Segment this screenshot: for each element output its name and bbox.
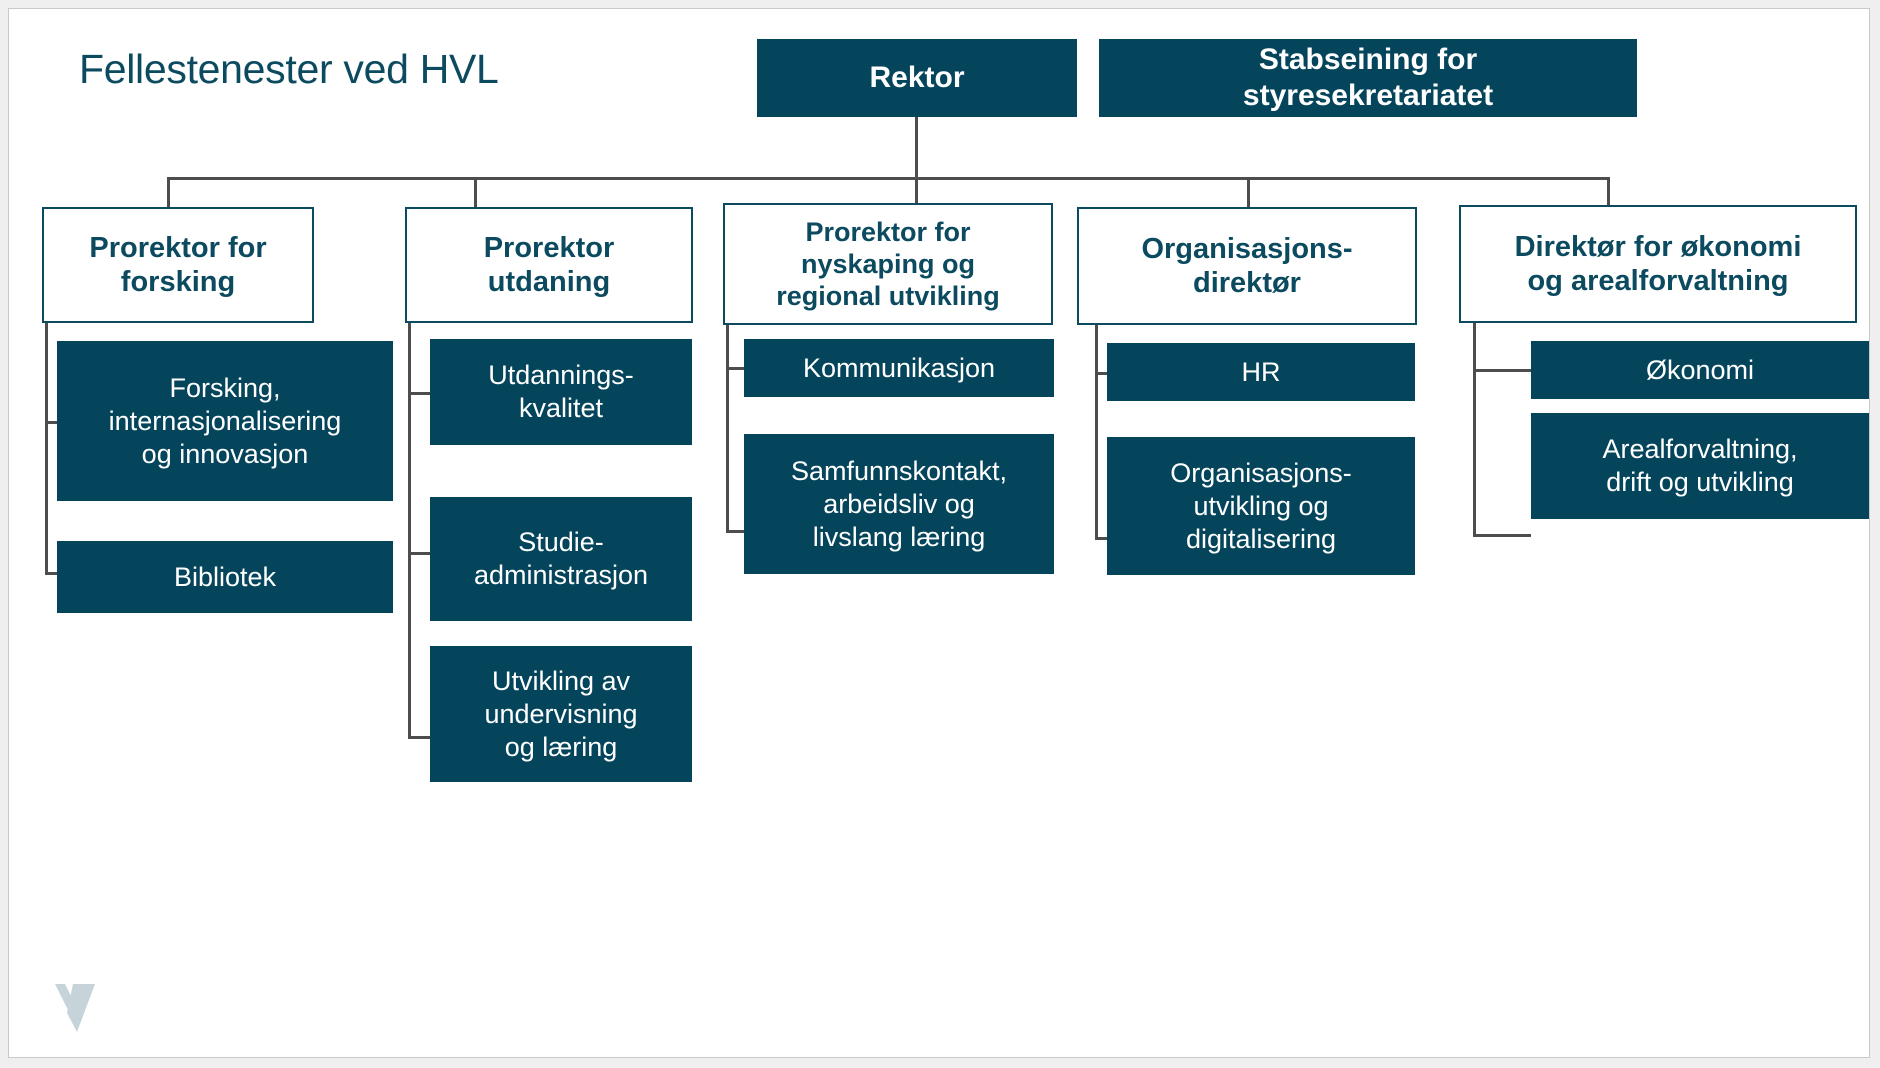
page-title: Fellestenester ved HVL [79,46,499,92]
node-rektor-label: Rektor [869,61,965,94]
node-col1-head[interactable]: Prorektor for forsking [42,207,314,323]
node-col3-child-2[interactable]: Samfunnskontakt, arbeidsliv og livslang … [744,434,1054,574]
node-stabseining-label: Stabseining for styresekretariatet [1242,43,1494,112]
node-col1-child-1[interactable]: Forsking, internasjonalisering og innova… [57,341,393,501]
connector-col2-stub-3 [408,736,430,739]
connector-col2-stub-2 [408,552,430,555]
node-col2-head[interactable]: Prorektor utdaning [405,207,693,323]
node-col5-child-2-label: Arealforvaltning, drift og utvikling [1602,434,1798,497]
node-col1-child-1-label: Forsking, internasjonalisering og innova… [108,372,342,469]
node-col5-head[interactable]: Direktør for økonomi og arealforvaltning [1459,205,1857,323]
node-col4-child-1-label: HR [1241,356,1281,387]
node-col1-child-2-label: Bibliotek [173,561,277,592]
connector-col3-spine [726,325,729,533]
node-col1-child-2[interactable]: Bibliotek [57,541,393,613]
connector-col1-spine [45,323,48,575]
node-col3-child-1-label: Kommunikasjon [802,352,996,383]
node-col5-child-2[interactable]: Arealforvaltning, drift og utvikling [1531,413,1869,519]
node-col1-head-label: Prorektor for forsking [89,232,267,298]
node-stabseining[interactable]: Stabseining for styresekretariatet [1099,39,1637,117]
connector-col1-stub-1 [45,421,67,424]
connector-col4-stub-2 [1095,537,1117,540]
connector-col2-spine [408,323,411,739]
connector-drop-col4 [1247,177,1250,209]
node-col4-head[interactable]: Organisasjons- direktør [1077,207,1417,325]
node-col2-child-2[interactable]: Studie- administrasjon [430,497,692,621]
connector-drop-col1 [167,177,170,209]
node-col2-child-1-label: Utdannings- kvalitet [488,360,634,423]
node-col3-child-1[interactable]: Kommunikasjon [744,339,1054,397]
connector-col4-stub-1 [1095,372,1117,375]
node-col5-child-1-label: Økonomi [1645,354,1755,385]
node-col2-child-3-label: Utvikling av undervisning og læring [484,665,638,762]
connector-drop-col5 [1607,177,1610,209]
node-col5-child-1[interactable]: Økonomi [1531,341,1869,399]
node-col4-child-2[interactable]: Organisasjons- utvikling og digitaliseri… [1107,437,1415,575]
node-col3-head-label: Prorektor for nyskaping og regional utvi… [776,217,1000,311]
connector-rektor-trunk [915,117,918,179]
connector-col2-stub-1 [408,392,430,395]
slide-canvas: Fellestenester ved HVL Rektor Stabseinin… [8,8,1870,1058]
node-rektor[interactable]: Rektor [757,39,1077,117]
connector-col1-stub-2 [45,572,67,575]
node-col2-head-label: Prorektor utdaning [483,232,615,298]
connector-col3-stub-1 [726,367,748,370]
node-col3-child-2-label: Samfunnskontakt, arbeidsliv og livslang … [790,455,1008,552]
node-col4-child-2-label: Organisasjons- utvikling og digitaliseri… [1170,457,1352,554]
hvl-logo-mark-icon [55,984,95,1032]
connector-col5-spine [1473,323,1476,537]
connector-drop-col2 [474,177,477,209]
node-col4-child-1[interactable]: HR [1107,343,1415,401]
node-col3-head[interactable]: Prorektor for nyskaping og regional utvi… [723,203,1053,325]
node-col2-child-2-label: Studie- administrasjon [473,527,649,590]
node-col4-head-label: Organisasjons- direktør [1141,233,1353,299]
connector-col3-stub-2 [726,530,748,533]
node-col5-head-label: Direktør for økonomi og arealforvaltning [1514,231,1802,297]
connector-col5-stub-2 [1473,534,1531,537]
node-col2-child-3[interactable]: Utvikling av undervisning og læring [430,646,692,782]
connector-col5-stub-1 [1473,369,1531,372]
connector-col4-spine [1095,325,1098,540]
connector-drop-col3 [915,177,918,205]
connector-horizontal-bus [167,177,1610,180]
node-col2-child-1[interactable]: Utdannings- kvalitet [430,339,692,445]
